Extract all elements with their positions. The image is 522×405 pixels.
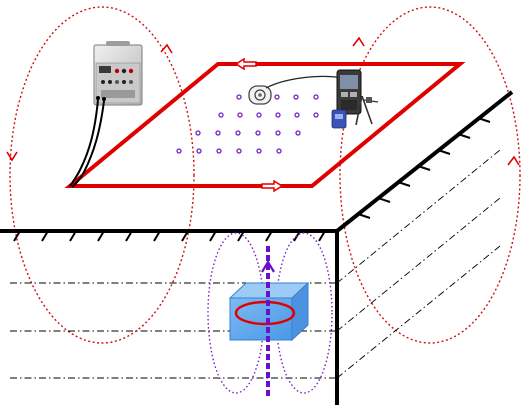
receiver-coil-icon xyxy=(248,85,272,105)
ground-surface xyxy=(0,90,514,405)
field-direction-arrow-icon xyxy=(6,36,520,166)
field-line-right xyxy=(339,6,521,344)
receiver-device-icon xyxy=(331,69,379,129)
transmitter-loop xyxy=(64,62,466,188)
field-line-left xyxy=(9,6,195,344)
survey-points xyxy=(176,94,319,154)
transmitter-cable xyxy=(69,99,105,188)
current-arrow-icon xyxy=(234,57,284,193)
axis-arrow-icon xyxy=(261,259,275,273)
induced-current-ring xyxy=(234,300,296,326)
ground-hatch xyxy=(13,117,491,242)
receiver-cable xyxy=(265,75,343,89)
layer-boundaries xyxy=(10,149,501,379)
transmitter-device-icon xyxy=(93,41,143,106)
